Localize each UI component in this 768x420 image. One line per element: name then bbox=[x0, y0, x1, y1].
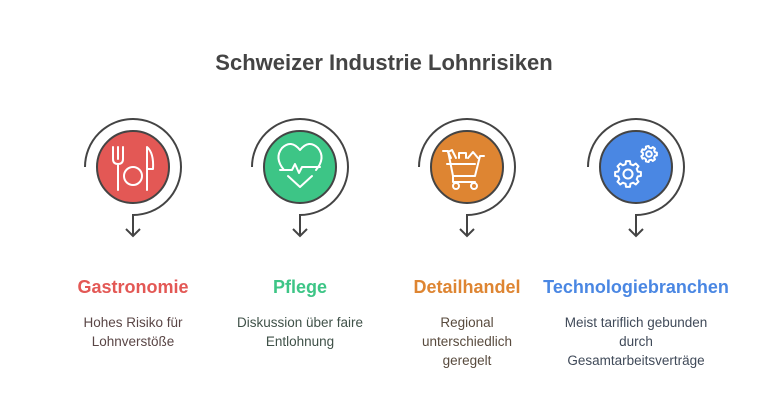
curved-arrow-icon bbox=[84, 118, 182, 238]
item-description-gastronomie: Hohes Risiko für Lohnverstöße bbox=[83, 315, 183, 349]
gears-icon-glyph bbox=[614, 145, 658, 188]
curved-arrow-icon bbox=[587, 118, 685, 238]
item-description-detailhandel: Regional unterschiedlich geregelt bbox=[421, 315, 513, 368]
item-label-detailhandel: Detailhandel bbox=[413, 277, 521, 297]
item-label-pflege: Pflege bbox=[272, 277, 328, 297]
shopping-cart-icon bbox=[418, 118, 516, 238]
cutlery-icon bbox=[84, 118, 182, 238]
icon-circle bbox=[430, 130, 504, 204]
icon-circle bbox=[263, 130, 337, 204]
icon-circle bbox=[599, 130, 673, 204]
gears-icon bbox=[587, 118, 685, 238]
curved-arrow-icon bbox=[251, 118, 349, 238]
item-label-technologiebranchen: Technologiebranchen bbox=[543, 277, 729, 297]
item-label-gastronomie: Gastronomie bbox=[77, 277, 189, 297]
item-description-pflege: Diskussion über faire Entlohnung bbox=[236, 315, 364, 349]
cutlery-icon-glyph bbox=[112, 146, 155, 191]
page-title: Schweizer Industrie Lohnrisiken bbox=[215, 50, 553, 75]
heartbeat-icon bbox=[251, 118, 349, 238]
item-description-technologiebranchen: Meist tariflich gebunden durch Gesamtarb… bbox=[564, 315, 708, 368]
heartbeat-icon-glyph bbox=[277, 143, 323, 188]
shopping-cart-icon-glyph bbox=[442, 149, 485, 190]
curved-arrow-icon bbox=[418, 118, 516, 238]
